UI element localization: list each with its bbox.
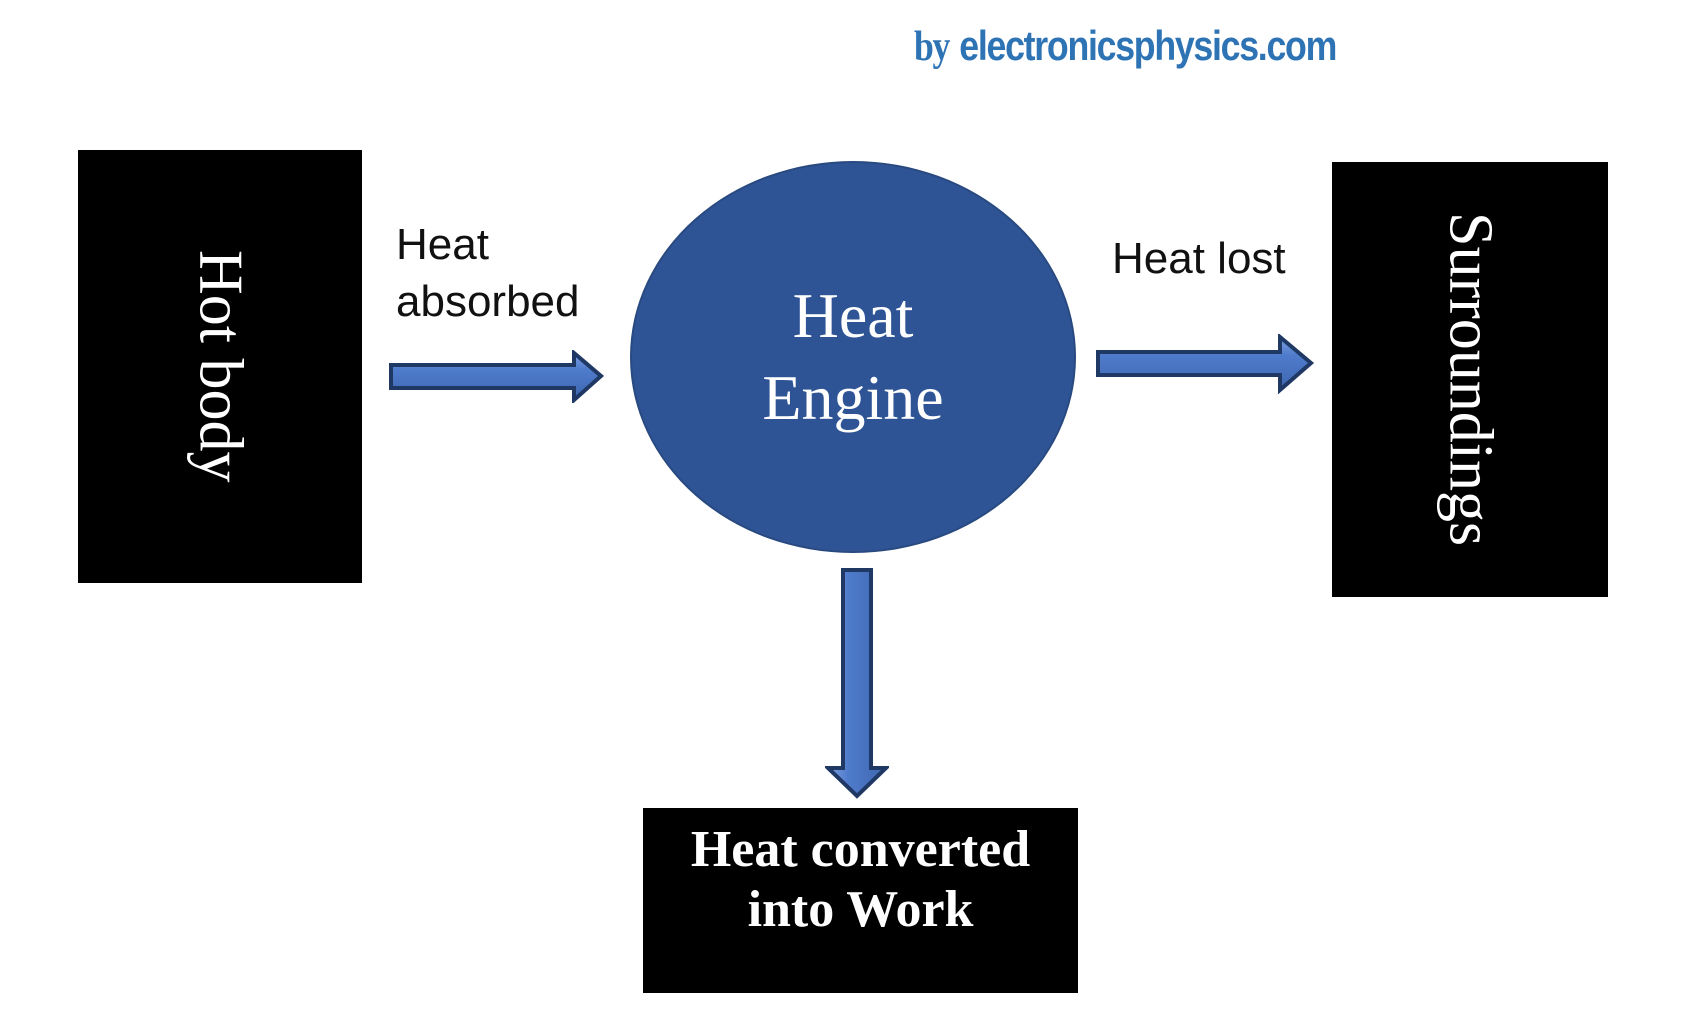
heat-absorbed-label-line1: Heat: [396, 220, 489, 269]
heat-engine-label-line2: Engine: [762, 362, 944, 433]
heat-absorbed-label-line2: absorbed: [396, 277, 580, 326]
hot-body-label: Hot body: [186, 250, 255, 483]
surroundings-label: Surroundings: [1436, 212, 1505, 547]
surroundings-box: Surroundings: [1332, 162, 1608, 597]
heat-absorbed-label: Heat absorbed: [396, 216, 579, 330]
credit-site-name: electronicsphysics.com: [959, 22, 1337, 69]
heat-engine-node: Heat Engine: [630, 161, 1076, 553]
heat-absorbed-arrow: [389, 350, 604, 403]
heat-engine-label-line1: Heat: [792, 280, 914, 351]
hot-body-box: Hot body: [78, 150, 362, 583]
work-output-box: Heat converted into Work: [643, 808, 1078, 993]
heat-to-work-arrow: [825, 568, 889, 799]
work-output-label-line2: into Work: [747, 881, 974, 938]
heat-lost-arrow: [1096, 334, 1315, 394]
credit-prefix: by: [913, 24, 950, 70]
heat-lost-label: Heat lost: [1112, 234, 1286, 283]
work-output-label-line1: Heat converted: [690, 821, 1031, 878]
